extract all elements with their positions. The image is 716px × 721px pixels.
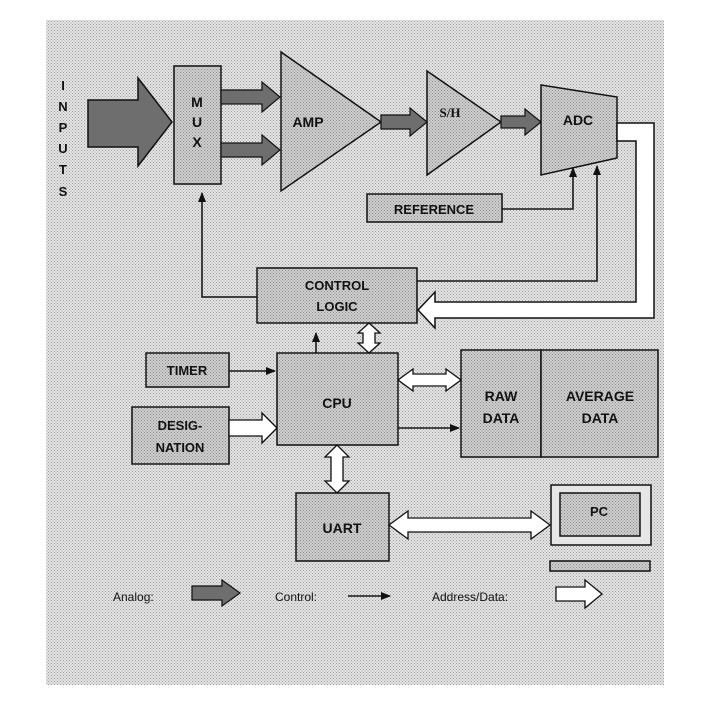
sh-label: S/H — [440, 105, 461, 120]
legend-control-label: Control: — [275, 590, 317, 604]
inputs-letter: T — [59, 162, 67, 177]
legend-address-data-arrow — [555, 578, 604, 610]
inputs-letter: N — [58, 99, 67, 114]
timer-block — [145, 352, 230, 388]
pc-label: PC — [590, 504, 609, 519]
legend: Analog: Control: Address/Data: — [113, 578, 604, 610]
control-logic-label: CONTROL — [305, 278, 369, 293]
uart-block — [295, 492, 390, 562]
legend-address-data-label: Address/Data: — [432, 590, 508, 604]
mux-block — [173, 65, 222, 185]
designation-cpu-data-arrow — [228, 411, 278, 445]
inputs-label: I N P U T S — [58, 78, 67, 199]
amp-sh-analog-arrow — [380, 106, 428, 138]
timer-label: TIMER — [167, 363, 208, 378]
raw-data-block — [460, 349, 542, 458]
cpu-raw-data-arrow — [396, 367, 463, 393]
sh-block — [426, 69, 503, 177]
amp-block — [280, 50, 383, 193]
designation-label: NATION — [156, 440, 205, 455]
designation-block — [131, 406, 230, 465]
adc-block — [540, 84, 618, 176]
cpu-label: CPU — [322, 395, 352, 411]
inputs-letter: S — [59, 184, 68, 199]
adc-label: ADC — [563, 112, 593, 128]
inputs-letter: P — [59, 120, 68, 135]
inputs-letter: I — [61, 78, 65, 93]
adc-control-data-arrow — [416, 122, 655, 330]
raw-data-label: DATA — [483, 410, 520, 426]
mux-amp-analog-arrow-bottom — [220, 133, 281, 167]
amp-label: AMP — [292, 114, 323, 130]
control-mux-line — [198, 192, 257, 298]
raw-data-label: RAW — [485, 388, 518, 404]
control-adc-line — [417, 165, 601, 282]
average-data-label: AVERAGE — [566, 388, 634, 404]
designation-label: DESIG- — [158, 418, 203, 433]
mux-letter: X — [192, 134, 202, 150]
mux-letter: M — [191, 94, 203, 110]
control-logic-label: LOGIC — [316, 299, 358, 314]
average-data-block — [540, 349, 659, 458]
cpu-block — [276, 352, 399, 446]
reference-block — [366, 193, 503, 223]
cpu-control-data-arrow — [356, 322, 382, 354]
mux-letter: U — [192, 114, 202, 130]
mux-amp-analog-arrow-top — [220, 80, 281, 114]
inputs-letter: U — [58, 141, 67, 156]
uart-label: UART — [323, 520, 362, 536]
control-logic-block — [256, 267, 418, 324]
sh-adc-analog-arrow — [500, 107, 542, 137]
legend-analog-label: Analog: — [113, 590, 154, 604]
uart-pc-data-arrow — [387, 509, 552, 541]
reference-adc-control-line — [502, 167, 577, 210]
reference-label: REFERENCE — [394, 202, 475, 217]
inputs-analog-arrow — [87, 75, 173, 169]
average-data-label: DATA — [582, 410, 619, 426]
pc-monitor — [549, 484, 652, 572]
legend-analog-arrow — [191, 578, 242, 608]
